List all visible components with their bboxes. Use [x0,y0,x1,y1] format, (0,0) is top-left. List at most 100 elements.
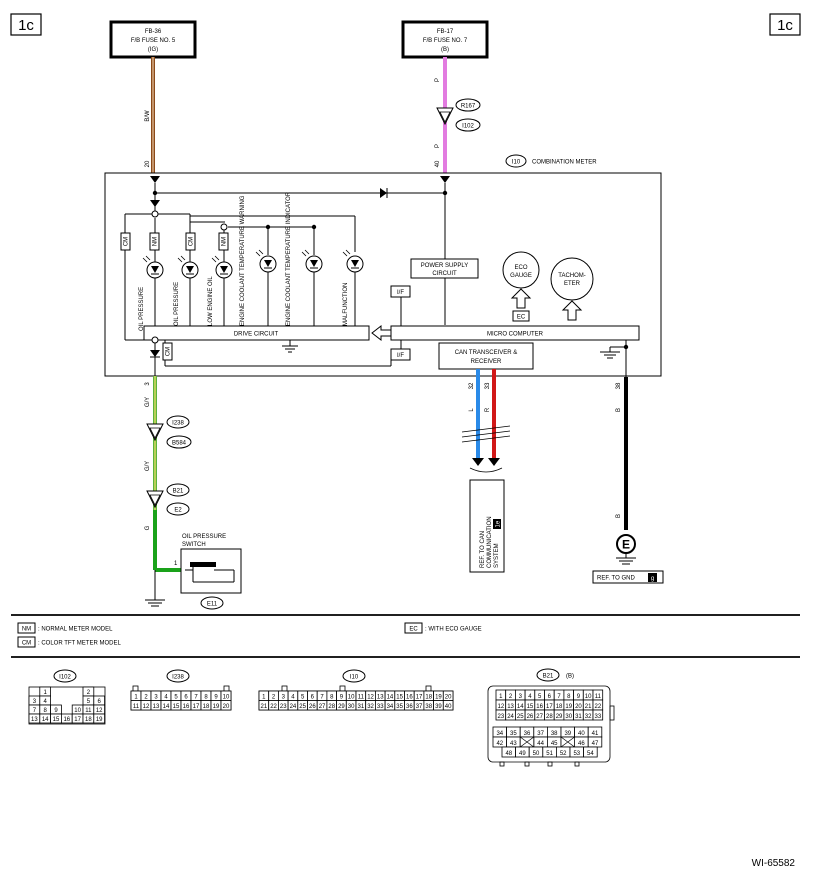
hollow-arrow-up [561,300,583,321]
i10-pin: 26 [309,704,316,710]
b21-pin: 1 [499,694,503,700]
i102-pin: 8 [44,708,48,714]
b21-pin: 54 [587,751,594,757]
connector-e2-label: E2 [174,508,182,514]
i10-pin: 17 [416,695,423,701]
legend-nm-tag [17,622,36,634]
lamp-label-oil-pressure-1: OIL PRESSURE [139,287,145,331]
wire-gy-label-2: G/Y [145,461,151,471]
i10-pin: 38 [425,704,432,710]
i102-pin: 9 [54,708,58,714]
b21-foot [499,761,505,767]
i10-pin: 15 [396,695,403,701]
i10-pin: 12 [367,695,374,701]
i238-pin: 9 [214,695,218,701]
i238-cell [220,700,232,711]
b21-pin: 16 [536,704,543,710]
i238-pin: 4 [164,695,168,701]
i10-pin: 18 [425,695,432,701]
can-ref-label-2: COMMUNICATION [487,516,493,568]
connector-e11-label: E11 [207,602,218,608]
i238-pin: 19 [213,704,220,710]
oil-switch-label-2: SWITCH [182,542,206,548]
i10-pin: 33 [377,704,384,710]
b21-pin: 41 [592,731,599,737]
i10-pin: 21 [261,704,268,710]
i238-pin: 8 [204,695,208,701]
wire-g-label: G [145,525,151,530]
ground-symbol [616,557,636,565]
connector-tag-b21 [166,483,190,497]
hollow-arrow-left [371,324,392,342]
combination-meter-box [104,172,662,377]
tachometer-label-2: ETER [564,281,581,287]
i10-pin: 39 [435,704,442,710]
ground-symbol [600,351,620,359]
i238-pin: 2 [144,695,148,701]
i238-pin: 3 [154,695,158,701]
ground-symbol [282,345,298,353]
b21-pin: 11 [595,694,602,700]
b21-pin: 47 [592,741,599,747]
if-box-upper-text: I/F [397,290,404,296]
tag-cm [120,232,131,251]
gnd-ref-tag [648,573,657,582]
wire-gy-label-1: G/Y [145,397,151,407]
fuse-fb17-id: FB-17 [437,29,454,35]
b21-pin: 10 [585,694,592,700]
lamp-label-coolant-indicator: ENGINE COOLANT TEMPERATURE INDICATOR [286,191,292,326]
hollow-arrow-up [510,288,532,309]
can-l-arrow [472,458,484,466]
b21-pin: 12 [498,704,505,710]
b21-pin: 46 [578,741,585,747]
b21-pin: 8 [567,694,571,700]
i10-cell [442,700,454,711]
i238-tag-text: I238 [172,675,184,681]
connector-symbol-b21-inner [149,494,161,506]
i102-pin: 11 [85,708,92,714]
b21-pin: 51 [546,751,553,757]
eco-gauge-label-2: GAUGE [510,273,532,279]
shield-arc [469,467,503,473]
i238-pin: 14 [163,704,170,710]
b21-tag [536,668,560,682]
i10-pin: 23 [280,704,287,710]
fuse-fb36-supply: (IG) [148,47,158,53]
pin-arrow-20 [150,176,160,183]
i102-pin: 12 [96,708,103,714]
b21-pin: 45 [551,741,558,747]
i238-pin: 5 [174,695,178,701]
b21-suffix: (B) [566,674,574,680]
drive-circuit-label: DRIVE CIRCUIT [234,332,279,338]
i238-latch [132,685,139,692]
b21-blank-mark [519,736,535,748]
i238-latch [223,685,230,692]
connector-i102-label: I102 [462,124,474,130]
pin-33-label: 33 [485,382,491,389]
i10-pin: 22 [270,704,277,710]
i10-pin: 10 [348,695,355,701]
legend-ec-tag-text: EC [409,627,418,633]
lamp-oil-pressure-2 [177,255,199,279]
b21-pin: 35 [510,731,517,737]
tag-ec [512,310,530,322]
b21-pin: 48 [505,751,512,757]
i10-pin: 24 [290,704,297,710]
internal-diode-arrow [150,200,160,207]
connector-tag-i238 [166,415,190,429]
i10-pin: 20 [445,695,452,701]
b21-pin: 29 [556,714,563,720]
i10-pin: 4 [291,695,295,701]
switch-contact [190,562,216,567]
b21-pin: 5 [538,694,542,700]
i238-pin: 10 [223,695,230,701]
b21-latch [609,705,615,721]
micro-computer-label: MICRO COMPUTER [487,332,544,338]
b21-pin: 43 [510,741,517,747]
diagram-code: WI-65582 [752,858,796,869]
power-supply-label-1: POWER SUPPLY [421,263,469,269]
i102-pin: 5 [87,699,91,705]
page-tag-left [10,13,42,36]
